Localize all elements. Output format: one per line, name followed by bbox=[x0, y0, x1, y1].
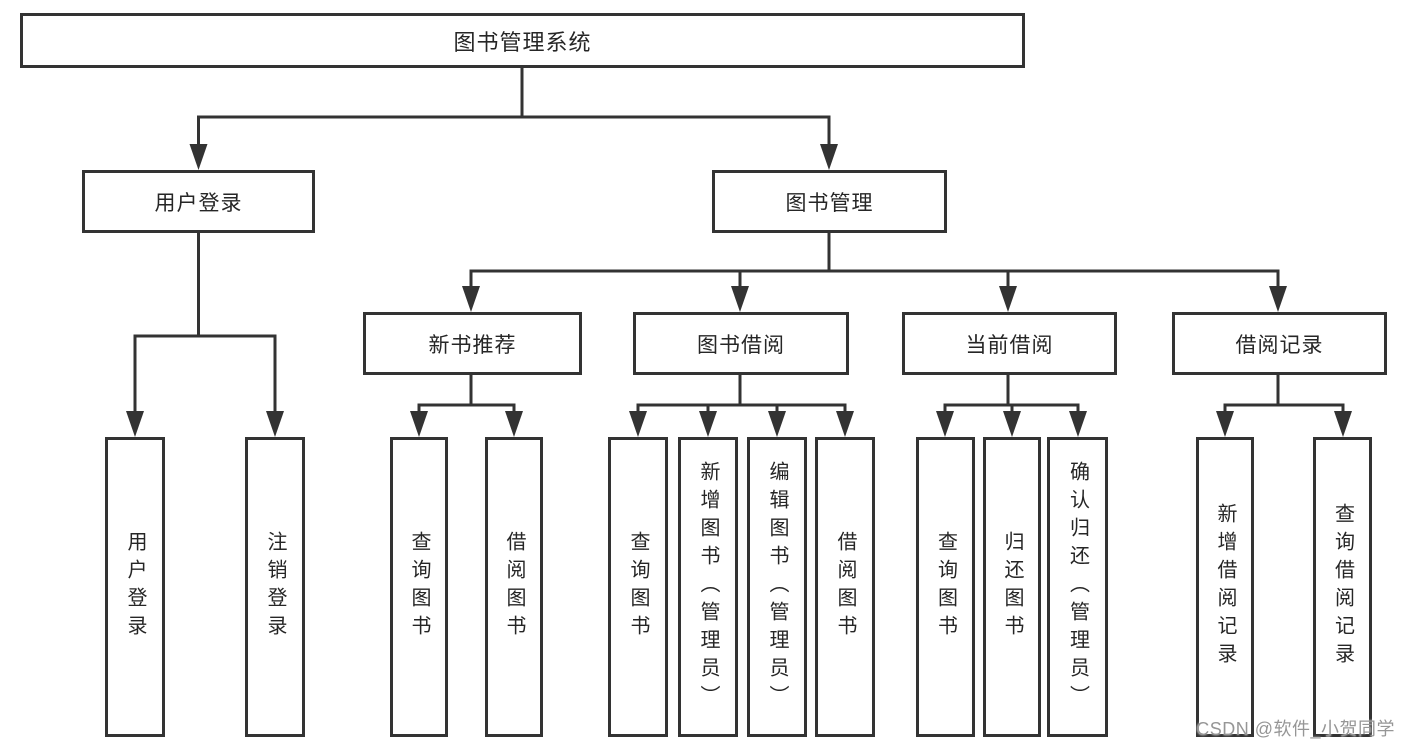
leaf-br-add-record: 新增借阅记录 bbox=[1196, 437, 1254, 737]
node-borrow-records: 借阅记录 bbox=[1172, 312, 1387, 375]
leaf-cb-confirm-return-admin: 确认归还（管理员） bbox=[1047, 437, 1108, 737]
node-book-management: 图书管理 bbox=[712, 170, 947, 233]
node-current-borrow: 当前借阅 bbox=[902, 312, 1117, 375]
leaf-bb-add-books-admin-label: 新增图书（管理员） bbox=[697, 461, 719, 713]
leaf-cb-query-books-label: 查询图书 bbox=[934, 531, 957, 643]
leaf-bb-borrow-books: 借阅图书 bbox=[815, 437, 875, 737]
leaf-bb-borrow-books-label: 借阅图书 bbox=[834, 531, 856, 643]
node-book-borrow: 图书借阅 bbox=[633, 312, 849, 375]
node-root: 图书管理系统 bbox=[20, 13, 1025, 68]
node-root-label: 图书管理系统 bbox=[453, 29, 592, 55]
leaf-logout-login-label: 注销登录 bbox=[264, 531, 286, 643]
leaf-user-login-label: 用户登录 bbox=[124, 531, 146, 643]
leaf-cb-return-books-label: 归还图书 bbox=[1001, 531, 1023, 643]
leaf-nb-borrow-books-label: 借阅图书 bbox=[503, 531, 525, 643]
leaf-cb-confirm-return-admin-label: 确认归还（管理员） bbox=[1066, 461, 1089, 713]
leaf-br-query-record-label: 查询借阅记录 bbox=[1331, 503, 1354, 671]
leaf-bb-add-books-admin: 新增图书（管理员） bbox=[678, 437, 738, 737]
node-book-borrow-label: 图书借阅 bbox=[697, 333, 785, 357]
leaf-br-add-record-label: 新增借阅记录 bbox=[1214, 503, 1236, 671]
leaf-logout-login: 注销登录 bbox=[245, 437, 305, 737]
leaf-user-login: 用户登录 bbox=[105, 437, 165, 737]
node-current-borrow-label: 当前借阅 bbox=[965, 333, 1054, 357]
leaf-cb-query-books: 查询图书 bbox=[916, 437, 975, 737]
leaf-bb-query-books-label: 查询图书 bbox=[627, 531, 649, 643]
leaf-nb-query-books: 查询图书 bbox=[390, 437, 448, 737]
leaf-cb-return-books: 归还图书 bbox=[983, 437, 1041, 737]
watermark: CSDN @软件_小贺同学 bbox=[1196, 719, 1395, 739]
node-user-login-label: 用户登录 bbox=[154, 191, 243, 215]
node-new-book-recommend: 新书推荐 bbox=[363, 312, 582, 375]
node-user-login: 用户登录 bbox=[82, 170, 315, 233]
node-borrow-records-label: 借阅记录 bbox=[1235, 333, 1324, 357]
leaf-bb-edit-books-admin-label: 编辑图书（管理员） bbox=[766, 461, 788, 713]
leaf-nb-query-books-label: 查询图书 bbox=[408, 531, 430, 643]
leaf-bb-edit-books-admin: 编辑图书（管理员） bbox=[747, 437, 807, 737]
node-book-management-label: 图书管理 bbox=[785, 191, 874, 215]
leaf-nb-borrow-books: 借阅图书 bbox=[485, 437, 543, 737]
node-new-book-recommend-label: 新书推荐 bbox=[428, 333, 517, 357]
leaf-br-query-record: 查询借阅记录 bbox=[1313, 437, 1372, 737]
leaf-bb-query-books: 查询图书 bbox=[608, 437, 668, 737]
